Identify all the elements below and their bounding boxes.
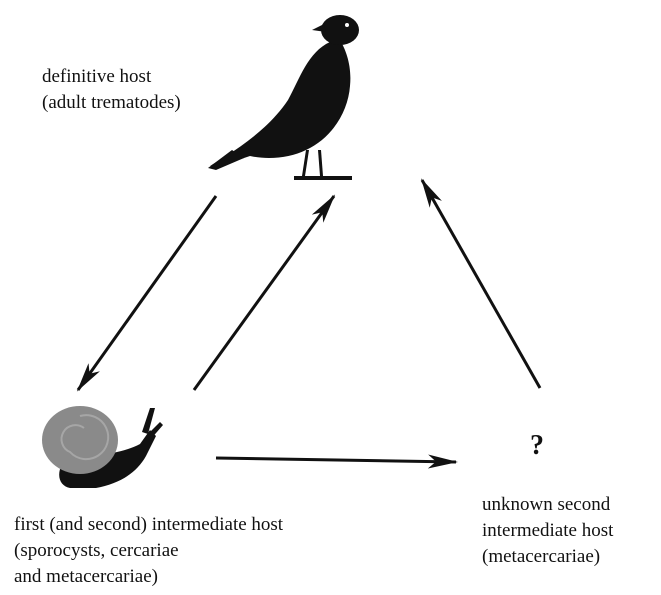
unknown-host-title-2: intermediate host — [482, 520, 614, 541]
unknown-host-symbol: ? — [530, 430, 544, 461]
first-host-stage-2: and metacercariae) — [14, 566, 158, 587]
definitive-host-label: definitive host (adult trematodes) — [42, 64, 181, 116]
first-intermediate-host-label: first (and second) intermediate host (sp… — [14, 512, 283, 590]
first-host-stage-1: (sporocysts, cercariae — [14, 540, 179, 561]
arrow-unknown-host-to-crow — [420, 178, 542, 389]
arrow-snail-to-crow — [192, 194, 336, 391]
definitive-host-title: definitive host — [42, 66, 152, 87]
snail-icon — [42, 406, 163, 488]
arrow-crow-to-snail — [76, 195, 218, 392]
unknown-second-host-label: unknown second intermediate host (metace… — [482, 492, 613, 570]
first-host-title: first (and second) intermediate host — [14, 514, 284, 535]
crow-icon — [208, 15, 359, 180]
unknown-host-title-1: unknown second — [482, 494, 611, 515]
arrow-snail-to-unknown-host — [215, 454, 458, 469]
unknown-host-stage: (metacercariae) — [482, 546, 601, 567]
crow-eye — [345, 23, 349, 27]
definitive-host-stage: (adult trematodes) — [42, 92, 181, 113]
